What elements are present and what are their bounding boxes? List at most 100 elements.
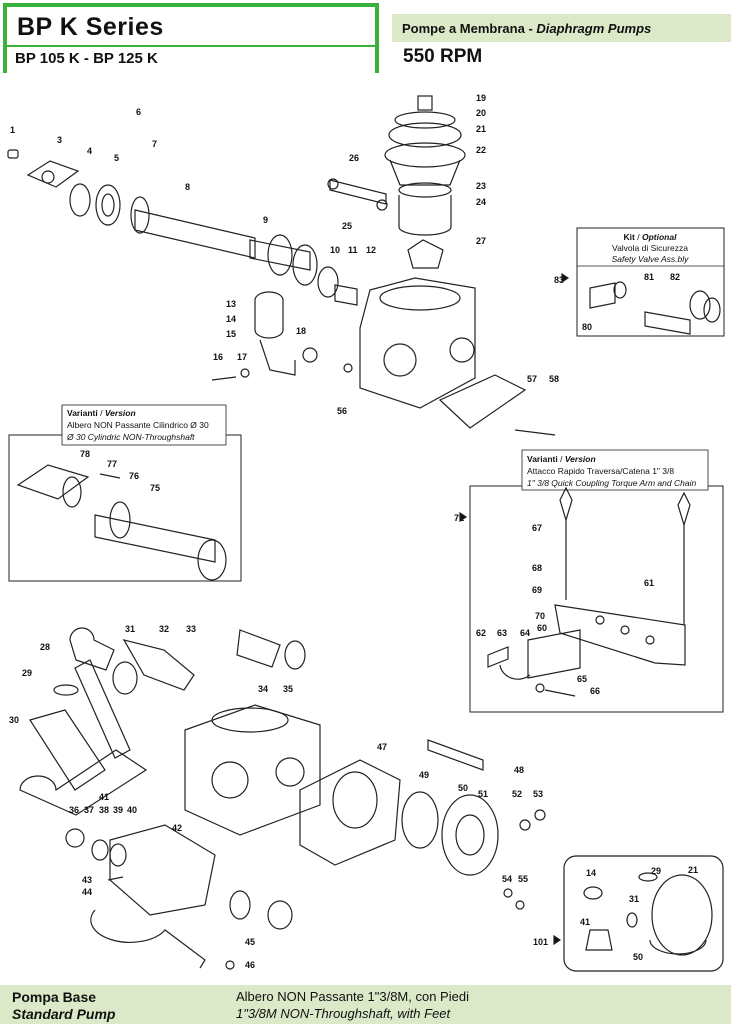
part-label: 34 — [258, 684, 268, 694]
part-label: 63 — [497, 628, 507, 638]
part-label: 20 — [476, 108, 486, 118]
footer-left-italian: Pompa Base — [12, 989, 97, 1005]
part-label: 19 — [476, 93, 486, 103]
part-label: 69 — [532, 585, 542, 595]
part-label: 50 — [633, 952, 643, 962]
part-label: 61 — [644, 578, 654, 588]
part-label: 66 — [590, 686, 600, 696]
part-label: 21 — [476, 124, 486, 134]
kit-101-box — [553, 855, 724, 972]
part-label: 52 — [512, 789, 522, 799]
model-bar: BP 105 K - BP 125 K — [7, 45, 375, 73]
part-label: 7 — [152, 139, 157, 149]
lower-assembly — [19, 627, 546, 970]
footer-band: Pompa Base Standard Pump Albero NON Pass… — [0, 985, 731, 1024]
pump-type-italian: Pompe a Membrana — [402, 21, 525, 36]
part-label: 70 — [535, 611, 545, 621]
part-label: 31 — [125, 624, 135, 634]
part-label: 37 — [84, 805, 94, 815]
footer-left-english: Standard Pump — [12, 1006, 116, 1022]
part-label: 15 — [226, 329, 236, 339]
variant1-title: Varianti / Version — [67, 408, 136, 418]
part-label: 48 — [514, 765, 524, 775]
footer-right-english: 1"3/8M NON-Throughshaft, with Feet — [236, 1006, 451, 1021]
part-label: 60 — [537, 623, 547, 633]
part-label: 40 — [127, 805, 137, 815]
part-label: 25 — [342, 221, 352, 231]
shaft-assembly — [7, 149, 358, 306]
part-label: 47 — [377, 742, 387, 752]
part-label: 22 — [476, 145, 486, 155]
kit-box-line2: Safety Valve Ass.bly — [612, 254, 690, 264]
part-label: 1 — [10, 125, 15, 135]
part-label: 8 — [185, 182, 190, 192]
part-label: 10 — [330, 245, 340, 255]
part-label: 83 — [554, 275, 564, 285]
valve-head-stack — [327, 95, 466, 269]
part-label: 12 — [366, 245, 376, 255]
rpm-label: 550 RPM — [403, 46, 483, 67]
pump-type-band: Pompe a Membrana - Diaphragm Pumps — [392, 14, 731, 42]
pump-type-english: Diaphragm Pumps — [536, 21, 652, 36]
footer-right-italian: Albero NON Passante 1"3/8M, con Piedi — [236, 989, 469, 1004]
part-label: 82 — [670, 272, 680, 282]
part-label: 45 — [245, 937, 255, 947]
part-label: 11 — [348, 245, 358, 255]
part-label: 65 — [577, 674, 587, 684]
series-title-box: BP K Series BP 105 K - BP 125 K — [3, 3, 379, 73]
part-label: 3 — [57, 135, 62, 145]
part-label: 80 — [582, 322, 592, 332]
variant-cylindric-shaft-box — [8, 404, 242, 582]
part-label: 39 — [113, 805, 123, 815]
part-label: 14 — [586, 868, 596, 878]
part-label: 50 — [458, 783, 468, 793]
part-label: 55 — [518, 874, 528, 884]
part-label: 31 — [629, 894, 639, 904]
part-label: 56 — [337, 406, 347, 416]
part-label: 68 — [532, 563, 542, 573]
part-label: 16 — [213, 352, 223, 362]
part-label: 23 — [476, 181, 486, 191]
part-label: 36 — [69, 805, 79, 815]
kit-box-title: Kit / Optional — [624, 232, 678, 242]
kit-optional-box — [561, 227, 725, 337]
variant2-line1: Attacco Rapido Traversa/Catena 1" 3/8 — [527, 466, 674, 476]
part-label: 81 — [644, 272, 654, 282]
variant1-line2: Ø 30 Cylindric NON-Throughshaft — [66, 432, 195, 442]
part-label: 43 — [82, 875, 92, 885]
part-label: 49 — [419, 770, 429, 780]
part-label: 13 — [226, 299, 236, 309]
part-label: 42 — [172, 823, 182, 833]
crankcase-body — [211, 277, 556, 436]
part-label: 9 — [263, 215, 268, 225]
variant2-line2: 1" 3/8 Quick Coupling Torque Arm and Cha… — [527, 478, 696, 488]
part-label: 51 — [478, 789, 488, 799]
part-label: 24 — [476, 197, 486, 207]
part-label: 30 — [9, 715, 19, 725]
box-texts: Kit / Optional Valvola di Sicurezza Safe… — [66, 232, 696, 488]
part-label: 44 — [82, 887, 92, 897]
part-label: 38 — [99, 805, 109, 815]
part-label: 58 — [549, 374, 559, 384]
part-label: 21 — [688, 865, 698, 875]
part-label: 78 — [80, 449, 90, 459]
part-label: 28 — [40, 642, 50, 652]
model-names: BP 105 K - BP 125 K — [15, 50, 158, 67]
variant1-line1: Albero NON Passante Cilindrico Ø 30 — [67, 420, 209, 430]
part-labels: 1 3 4 5 6 7 8 9 10 11 12 13 14 15 16 17 … — [9, 93, 698, 970]
part-label: 57 — [527, 374, 537, 384]
part-label: 76 — [129, 471, 139, 481]
part-label: 5 — [114, 153, 119, 163]
variant-quick-coupling-box — [459, 449, 724, 713]
kit-box-line1: Valvola di Sicurezza — [612, 243, 688, 253]
part-label: 75 — [150, 483, 160, 493]
series-title: BP K Series — [17, 13, 164, 41]
part-label: 26 — [349, 153, 359, 163]
exploded-parts-diagram: 1 3 4 5 6 7 8 9 10 11 12 13 14 15 16 17 … — [7, 93, 725, 972]
part-label: 27 — [476, 236, 486, 246]
part-label: 33 — [186, 624, 196, 634]
part-label: 54 — [502, 874, 512, 884]
part-label: 4 — [87, 146, 92, 156]
part-label: 71 — [454, 513, 464, 523]
part-label: 67 — [532, 523, 542, 533]
